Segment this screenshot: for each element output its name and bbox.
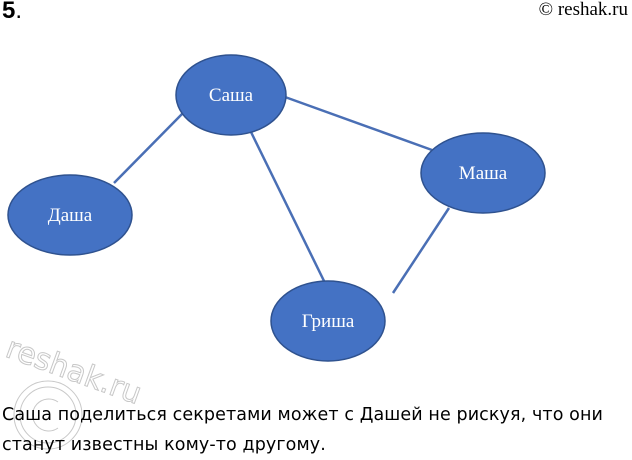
task-number-value: 5 [2,0,16,24]
graph-edges [113,95,451,294]
graph-nodes: Саша Даша Маша Гриша [7,54,546,362]
copyright-label: © reshak.ru [538,0,628,20]
friendship-graph: Саша Даша Маша Гриша [7,54,546,362]
node-label-grisha: Гриша [302,311,355,332]
node-sasha: Саша [175,54,287,136]
node-dasha: Даша [7,174,133,256]
edge-masha-grisha [391,207,451,294]
task-number: 5. [2,0,22,25]
edge-sasha-grisha [248,129,327,284]
node-grisha: Гриша [270,280,386,362]
answer-text: Саша поделиться секретами может с Дашей … [2,400,632,460]
node-label-masha: Маша [459,163,508,184]
node-label-sasha: Саша [209,85,254,106]
edge-sasha-dasha [113,112,184,184]
edge-sasha-masha [284,95,433,152]
answer-line-2: станут известны кому-то другому. [2,435,326,455]
task-number-dot: . [15,0,23,24]
answer-line-1: Саша поделиться секретами может с Дашей … [2,405,603,425]
node-label-dasha: Даша [48,205,93,226]
node-masha: Маша [420,132,546,214]
